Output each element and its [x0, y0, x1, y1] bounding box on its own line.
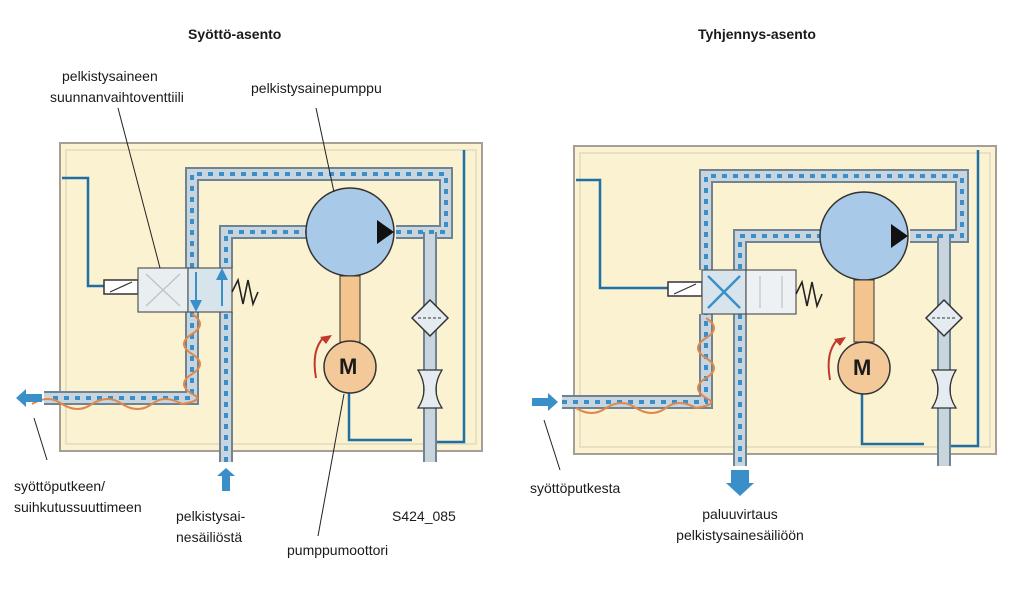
- left-tank-inlet-arrow: [217, 468, 235, 491]
- pipe: [221, 227, 310, 268]
- flow-direction-marks: [190, 172, 448, 268]
- motor-label: pumppumoottori: [287, 542, 389, 558]
- right-pump-shaft: [853, 279, 875, 343]
- left-motor: [313, 335, 377, 394]
- return-label-line1: paluuvirtaus: [702, 506, 778, 522]
- right-pump: [819, 191, 909, 281]
- tank-label-line1: pelkistysai-: [176, 508, 246, 524]
- flow-direction-marks: [738, 234, 822, 270]
- right-blue-line-top: [576, 178, 668, 290]
- leader-outlet: [33, 417, 48, 461]
- right-direction-valve: [667, 269, 823, 315]
- leader-motor: [317, 393, 345, 537]
- left-motor-letter: M: [339, 354, 358, 379]
- return-label-line2: pelkistysainesäiliöön: [676, 527, 804, 543]
- left-blue-line-top: [62, 176, 104, 288]
- left-pump: [305, 187, 395, 277]
- right-filter: [924, 298, 964, 338]
- left-pump-shaft: [339, 275, 361, 343]
- leader-valve: [117, 107, 161, 269]
- left-blue-line-motor: [347, 390, 412, 442]
- outlet-label-line1: syöttöputkeen/: [14, 478, 106, 494]
- tank-label-line2: nesäiliöstä: [176, 529, 243, 545]
- right-flow-arrows: [562, 174, 964, 466]
- right-return-arrow: [726, 470, 754, 496]
- flow-direction-marks: [562, 314, 708, 404]
- outlet-label-line2: suihkutussuuttimeen: [14, 499, 142, 515]
- leader-inlet: [543, 419, 561, 471]
- left-throttle: [416, 369, 444, 409]
- left-outlet-arrow: [16, 389, 42, 407]
- left-blue-line-right: [428, 150, 466, 444]
- left-filter: [410, 298, 450, 338]
- pump-label: pelkistysainepumppu: [251, 80, 382, 96]
- right-motor-letter: M: [853, 355, 872, 380]
- right-title: Tyhjennys-asento: [698, 26, 816, 42]
- diagram-code: S424_085: [392, 508, 456, 524]
- valve-label-line1: pelkistysaineen: [62, 68, 158, 84]
- flow-direction-marks: [50, 312, 194, 400]
- left-flow-arrows: [50, 172, 448, 462]
- right-blue-line-right: [944, 150, 980, 448]
- right-heater-coil: [575, 317, 715, 414]
- left-direction-valve: [103, 267, 259, 313]
- inlet-label: syöttöputkesta: [530, 480, 621, 496]
- right-blue-line-motor: [860, 392, 924, 446]
- left-title: Syöttö-asento: [188, 26, 282, 42]
- right-throttle: [930, 369, 958, 409]
- left-heater-coil: [31, 313, 201, 410]
- right-panel: [532, 145, 997, 496]
- left-panel: [16, 107, 483, 537]
- right-inlet-arrow: [532, 393, 558, 411]
- pipe: [44, 312, 197, 403]
- leader-pump: [315, 107, 335, 193]
- right-motor: [827, 337, 891, 395]
- valve-label-line2: suunnanvaihtoventtiili: [50, 89, 184, 105]
